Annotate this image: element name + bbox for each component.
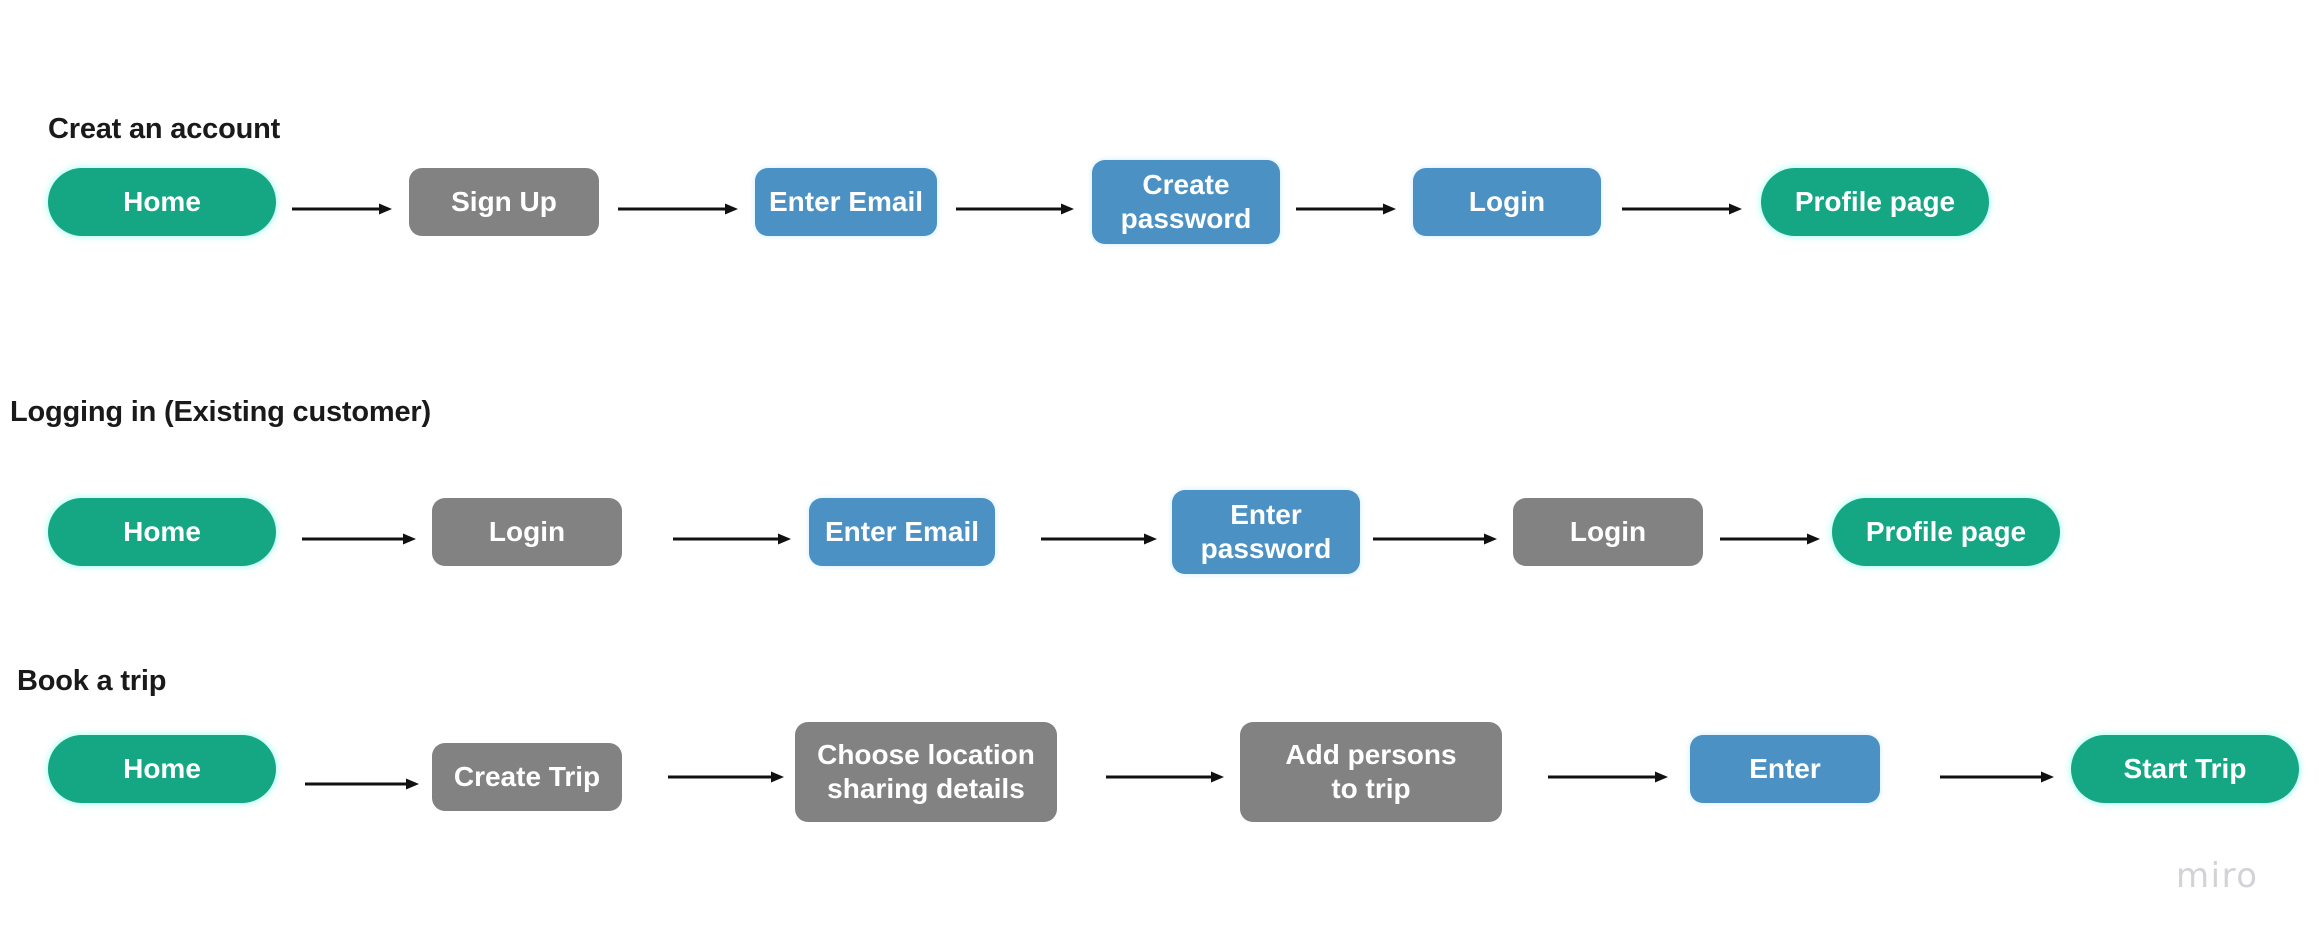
flow-node-label: Enter Email: [824, 515, 980, 547]
flow-node[interactable]: Enter Email: [755, 168, 937, 236]
flow-node-label: Start Trip: [2123, 752, 2247, 784]
flow-arrow: [668, 770, 784, 784]
flow-node-label: Profile page: [1865, 515, 2027, 547]
flow-arrow: [1106, 770, 1224, 784]
flow-arrow: [1296, 202, 1396, 216]
flow-node-label: Login: [1468, 185, 1546, 217]
flow-node-label: Home: [123, 752, 201, 784]
flow-node[interactable]: Enter: [1690, 735, 1880, 803]
flow-node[interactable]: Home: [48, 498, 276, 566]
flow-arrow: [305, 777, 419, 791]
flow-node-label: Login: [488, 515, 566, 547]
flow-node[interactable]: Sign Up: [409, 168, 599, 236]
flow-node-label: Profile page: [1794, 185, 1956, 217]
flow-arrow: [292, 202, 392, 216]
flow-arrow: [302, 532, 416, 546]
flow-node-label: Home: [123, 515, 201, 547]
flow-arrow: [1041, 532, 1157, 546]
flow-node[interactable]: Login: [432, 498, 622, 566]
flow-node[interactable]: Home: [48, 168, 276, 236]
flow-node-label: Login: [1569, 515, 1647, 547]
flow-node[interactable]: Home: [48, 735, 276, 803]
flow-arrow: [618, 202, 738, 216]
section-title-1: Creat an account: [48, 113, 281, 145]
miro-watermark: miro: [2176, 856, 2259, 896]
flow-arrow: [1548, 770, 1668, 784]
flow-node[interactable]: Login: [1513, 498, 1703, 566]
flow-arrow: [1373, 532, 1497, 546]
flow-arrow: [1622, 202, 1742, 216]
flow-arrow: [956, 202, 1074, 216]
flow-node[interactable]: Login: [1413, 168, 1601, 236]
flow-node[interactable]: Create Trip: [432, 743, 622, 811]
flow-arrow: [1940, 770, 2054, 784]
flow-node-label: Enter: [1749, 752, 1821, 784]
flow-arrow: [673, 532, 791, 546]
flow-node[interactable]: Enter Email: [809, 498, 995, 566]
flow-node[interactable]: Profile page: [1832, 498, 2060, 566]
flow-arrow: [1720, 532, 1820, 546]
flow-node-label: Sign Up: [451, 185, 557, 217]
flow-node-label: Create Trip: [453, 760, 601, 792]
section-title-3: Book a trip: [17, 665, 167, 697]
flow-node-label: Home: [123, 185, 201, 217]
section-title-2: Logging in (Existing customer): [10, 396, 431, 428]
flow-node[interactable]: Start Trip: [2071, 735, 2299, 803]
flow-node[interactable]: Profile page: [1761, 168, 1989, 236]
flow-node-label: Enter Email: [768, 185, 924, 217]
